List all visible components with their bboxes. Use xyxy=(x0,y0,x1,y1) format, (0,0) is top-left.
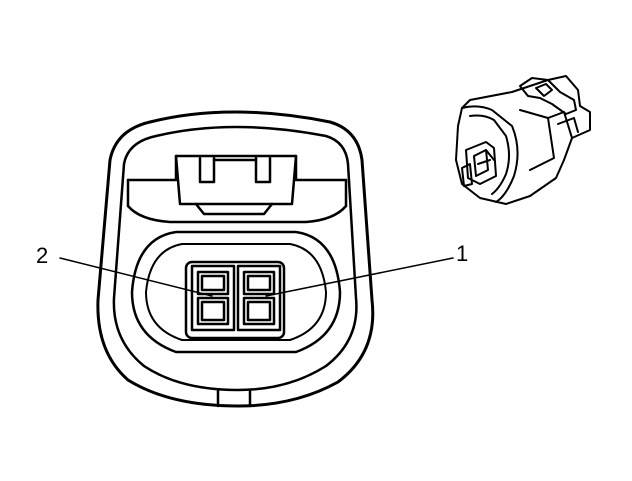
terminal-cavity-1 xyxy=(236,264,282,332)
connector-isometric-view xyxy=(455,75,591,205)
iso-terminal-face xyxy=(465,141,497,185)
housing-inner-shell xyxy=(112,125,358,392)
terminal-block xyxy=(184,260,286,340)
iso-front-frame xyxy=(461,105,519,203)
housing-outer-shell xyxy=(96,110,375,408)
callout-leader-2 xyxy=(59,257,213,297)
seal-ring-outer xyxy=(130,230,342,354)
callout-label-1: 1 xyxy=(456,241,469,266)
callout-label-2: 2 xyxy=(36,243,49,268)
iso-body-outline xyxy=(455,75,591,205)
latch xyxy=(126,154,348,224)
bottom-tab xyxy=(216,388,252,408)
terminal-cavity-2 xyxy=(190,264,236,332)
iso-latch xyxy=(519,77,577,115)
callout-leaders xyxy=(59,257,454,297)
connector-front-view xyxy=(96,110,375,408)
seal-ring-inner xyxy=(145,243,327,341)
callout-leader-1 xyxy=(265,257,454,297)
